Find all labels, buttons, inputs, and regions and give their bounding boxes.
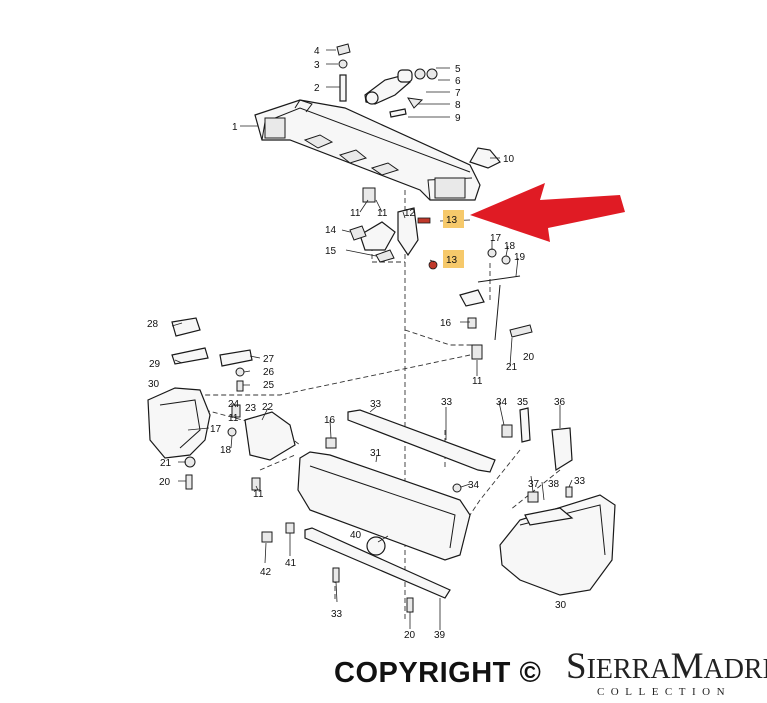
callout-label: 21 [506,362,518,373]
main-bumper-31 [297,451,471,561]
small-fasteners [325,424,573,498]
callout-label: 16 [440,318,452,329]
leader-lines [171,49,573,630]
callout-label: 15 [325,246,337,257]
callout-label: 28 [147,319,159,330]
callout-label: 25 [263,380,275,391]
callout-label: 10 [503,154,515,165]
center-brackets [349,187,419,263]
callout-label: 18 [504,241,516,252]
callout-label: 20 [523,352,535,363]
part-10-clip [469,147,501,169]
callout-label: 33 [441,397,453,408]
callout-label: 18 [220,445,232,456]
left-side-parts [171,317,296,491]
callout-label: 37 [528,479,540,490]
callout-label: 11 [253,489,264,500]
callout-label: 27 [263,354,275,365]
callout-label: 1 [232,122,238,133]
brand-letters: ADRE [703,654,767,685]
callout-label: 23 [245,403,257,414]
callout-label: 19 [514,252,526,263]
callout-label: 17 [490,233,502,244]
copyright-notice: COPYRIGHT © [334,657,542,689]
lower-parts [261,522,451,613]
brand-letters: IERRA [586,654,671,685]
callout-label: 21 [160,458,172,469]
callout-label: 13 [446,215,458,226]
callout-label: 9 [455,113,461,124]
callout-label: 7 [455,88,461,99]
callout-label: 34 [496,397,508,408]
brand-logo: SIERRAMADRE [566,646,767,689]
callout-label: 24 [228,399,240,410]
callout-label: 41 [285,558,297,569]
callout-label: 11 [377,208,388,219]
callout-label: 13 [446,255,458,266]
callout-label: 17 [210,424,222,435]
callout-label: 35 [517,397,529,408]
callout-label: 20 [159,477,171,488]
callout-label: 30 [555,600,567,611]
callout-label: 40 [350,530,362,541]
brand-letter: S [566,646,587,687]
callout-label: 38 [548,479,560,490]
callout-13-highlights [443,210,464,268]
callout-label: 16 [324,415,336,426]
callout-label: 11 [350,208,361,219]
callout-labels: 4 3 2 5 6 7 8 9 1 10 11 11 12 14 15 13 1… [147,46,586,641]
callout-label: 20 [404,630,416,641]
callout-label: 29 [149,359,161,370]
callout-label: 30 [148,379,160,390]
callout-label: 3 [314,60,320,71]
callout-label: 39 [434,630,446,641]
callout-label: 42 [260,567,272,578]
callout-label: 31 [370,448,382,459]
bumper-strip-32 [347,409,496,473]
right-bumper-corner [499,407,616,596]
callout-label: 36 [554,397,566,408]
callout-label: 33 [331,609,343,620]
callout-label: 8 [455,100,461,111]
callout-label: 6 [455,76,461,87]
callout-label: 14 [325,225,337,236]
callout-label: 4 [314,46,320,57]
red-pointer-arrow [470,183,625,242]
callout-label: 11 [472,376,483,387]
callout-label: 5 [455,64,461,75]
callout-label: 33 [370,399,382,410]
callout-label: 33 [574,476,586,487]
callout-label: 2 [314,83,320,94]
left-bumper-corner [147,387,211,459]
bumper-cross-member [254,99,481,201]
upper-hardware [336,43,438,118]
callout-label: 26 [263,367,275,378]
callout-label: 34 [468,480,480,491]
brand-subtitle: COLLECTION [596,686,732,698]
bolts-13 [417,217,438,270]
callout-label: 11 [228,413,239,424]
callout-label: 12 [404,208,416,219]
brand-letter: M [670,646,704,687]
callout-label: 22 [262,402,274,413]
right-support-rod [459,248,533,360]
